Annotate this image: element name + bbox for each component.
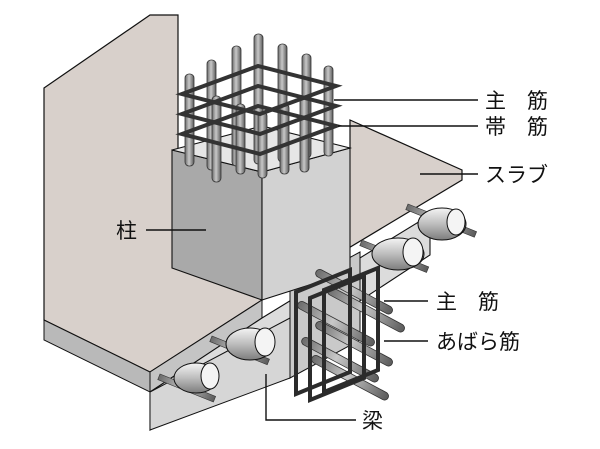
sleeve-mouth <box>200 362 220 390</box>
beam-rebar <box>294 265 405 403</box>
column-bar <box>235 103 246 175</box>
sleeve-right-lower <box>359 237 430 273</box>
label-beam: 梁 <box>362 409 383 433</box>
beam-main-bars <box>297 269 405 401</box>
hoop <box>175 103 343 157</box>
column-bar <box>257 111 268 179</box>
label-main-rebar-column: 主 筋 <box>485 89 548 113</box>
label-main-rebar-beam: 主 筋 <box>436 290 499 314</box>
beam-bar <box>315 269 393 315</box>
beam-bar <box>297 301 375 347</box>
leader-lines <box>146 99 478 421</box>
column-bar <box>299 95 310 173</box>
sleeve-middle <box>209 327 276 366</box>
sleeve-mouth <box>254 327 276 357</box>
column-hoops <box>175 63 343 157</box>
label-stirrup: あばら筋 <box>436 330 520 354</box>
stirrup <box>308 273 366 403</box>
hoop <box>175 63 343 117</box>
label-slab: スラブ <box>485 163 548 187</box>
leader-beam <box>265 374 356 421</box>
sleeve-left <box>157 362 220 403</box>
hoop <box>175 83 343 137</box>
beam-bar <box>315 321 393 367</box>
column-rebar <box>175 33 343 183</box>
labels: 主 筋 帯 筋 スラブ 柱 主 筋 あばら筋 梁 <box>116 89 548 433</box>
sleeves <box>157 203 478 403</box>
stirrup <box>322 265 380 395</box>
stirrups <box>294 265 380 403</box>
sleeve-right-upper <box>405 203 478 241</box>
sleeve-mouth <box>446 208 466 236</box>
label-column: 柱 <box>116 219 137 243</box>
stirrup <box>294 267 352 397</box>
label-hoop: 帯 筋 <box>485 115 548 139</box>
column-bar <box>184 73 195 167</box>
sleeve-mouth <box>402 237 424 267</box>
beam-bar <box>301 337 379 383</box>
column-bar <box>211 95 222 183</box>
